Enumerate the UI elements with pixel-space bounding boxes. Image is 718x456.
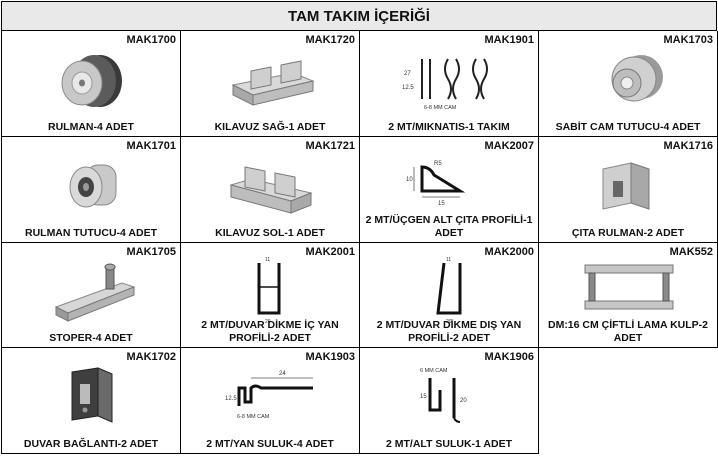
item-label: 2 MT/YAN SULUK-4 ADET xyxy=(206,438,334,450)
roller-wheel-icon xyxy=(42,45,142,113)
item-label: 2 MT/ÜÇGEN ALT ÇITA PROFİLİ-1 ADET xyxy=(365,213,533,239)
item-label: ÇITA RULMAN-2 ADET xyxy=(571,226,685,239)
item-code: MAK2001 xyxy=(305,245,355,258)
empty-cell xyxy=(539,348,718,454)
dimension-note: 6-8 MM CAM xyxy=(237,414,270,420)
item-cell: MAK1701 RULMAN TUTUCU-4 ADET xyxy=(2,136,181,243)
dimension-text: 10 xyxy=(406,177,413,183)
dimension-text: 15 xyxy=(420,394,427,400)
u-profile-icon: 11 20 xyxy=(221,257,321,325)
item-cell: MAK1702 DUVAR BAĞLANTI-2 ADET xyxy=(2,348,181,454)
item-code: MAK1720 xyxy=(305,34,355,46)
dimension-text: 20 xyxy=(446,319,452,325)
side-seal-icon: 24 12.5 6-8 MM CAM xyxy=(221,362,321,430)
magnet-profile-icon: 27 12.5 6-8 MM CAM xyxy=(400,45,500,113)
dimension-text: 15 xyxy=(438,201,445,207)
glass-holder-icon xyxy=(579,45,679,113)
dimension-note: 6-8 MM CAM xyxy=(424,105,457,111)
item-label: STOPER-4 ADET xyxy=(49,332,133,345)
item-label: 2 MT/ALT SULUK-1 ADET xyxy=(386,438,512,450)
triangle-profile-icon: 10 15 R5 xyxy=(400,151,500,219)
item-code: MAK552 xyxy=(669,245,713,258)
item-code: MAK1901 xyxy=(484,34,534,46)
item-label: DUVAR BAĞLANTI-2 ADET xyxy=(23,438,159,450)
strip-roller-icon xyxy=(579,151,679,219)
item-code: MAK1716 xyxy=(663,139,713,152)
item-label: RULMAN-4 ADET xyxy=(48,120,134,133)
item-cell: MAK1705 STOPER-4 ADET xyxy=(2,242,181,349)
item-label: RULMAN TUTUCU-4 ADET xyxy=(24,226,157,239)
handle-bar-icon xyxy=(579,257,679,325)
item-grid: MAK1700 RULMAN-4 ADET MAK1720 xyxy=(1,31,718,454)
dimension-text: 12.5 xyxy=(225,396,237,402)
dimension-text: 11 xyxy=(446,257,451,263)
item-code: MAK1701 xyxy=(126,139,176,152)
dimension-text: 12.5 xyxy=(402,85,414,91)
item-cell: MAK2001 11 20 2 MT/DUVAR DİKME İÇ YAN PR… xyxy=(181,242,360,349)
item-label: 2 MT/MIKNATIS-1 TAKIM xyxy=(388,120,510,133)
item-cell: MAK2000 11 20 2 MT/DUVAR DİKME DIŞ YAN P… xyxy=(360,242,539,349)
item-label: KILAVUZ SAĞ-1 ADET xyxy=(214,120,326,133)
item-label: 2 MT/DUVAR DİKME DIŞ YAN PROFİLİ-2 ADET xyxy=(376,319,522,345)
item-cell: MAK1700 RULMAN-4 ADET xyxy=(2,31,181,137)
item-cell: MAK552 DM:16 CM ÇİFTLİ LAMA KULP-2 ADET xyxy=(539,242,718,349)
item-code: MAK2007 xyxy=(484,139,534,152)
item-label: DM:16 CM ÇİFTLİ LAMA KULP-2 ADET xyxy=(547,319,709,345)
item-code: MAK1705 xyxy=(126,245,176,258)
item-code: MAK1906 xyxy=(484,351,534,364)
stopper-icon xyxy=(42,257,142,325)
item-label: 2 MT/DUVAR DİKME İÇ YAN PROFİLİ-2 ADET xyxy=(201,319,339,345)
guide-bracket-icon xyxy=(221,151,321,219)
item-cell: MAK2007 10 15 R5 2 MT/ÜÇGEN ALT ÇITA PRO… xyxy=(360,136,539,243)
dimension-text: R5 xyxy=(434,161,442,167)
item-code: MAK1721 xyxy=(305,139,355,152)
item-code: MAK1703 xyxy=(663,34,713,46)
item-cell: MAK1720 KILAVUZ SAĞ-1 ADET xyxy=(181,31,360,137)
sheet-title: TAM TAKIM İÇERİĞİ xyxy=(1,1,717,31)
guide-bracket-icon xyxy=(221,45,321,113)
item-cell: MAK1721 KILAVUZ SOL-1 ADET xyxy=(181,136,360,243)
item-label: KILAVUZ SOL-1 ADET xyxy=(215,226,325,239)
dimension-text: 11 xyxy=(265,257,270,263)
dimension-note: 6 MM CAM xyxy=(420,368,448,374)
dimension-text: 24 xyxy=(279,371,286,377)
bottom-seal-icon: 6 MM CAM 15 20 xyxy=(400,362,500,430)
item-code: MAK1700 xyxy=(126,34,176,46)
roller-holder-icon xyxy=(42,151,142,219)
dimension-text: 20 xyxy=(460,398,467,404)
item-code: MAK1903 xyxy=(305,351,355,364)
dimension-text: 20 xyxy=(265,319,271,325)
dimension-text: 27 xyxy=(404,71,411,77)
item-cell: MAK1901 27 12.5 6-8 MM CAM 2 MT/MIKNATIS… xyxy=(360,31,539,137)
item-cell: MAK1703 SABİT CAM TUTUCU-4 ADET xyxy=(539,31,718,137)
item-cell: MAK1903 24 12.5 6-8 MM CAM 2 MT/YAN SULU… xyxy=(181,348,360,454)
item-label: SABİT CAM TUTUCU-4 ADET xyxy=(555,120,701,133)
u-profile-outer-icon: 11 20 xyxy=(400,257,500,325)
item-cell: MAK1906 6 MM CAM 15 20 2 MT/ALT SULUK-1 … xyxy=(360,348,539,454)
wall-bracket-icon xyxy=(42,362,142,430)
item-cell: MAK1716 ÇITA RULMAN-2 ADET xyxy=(539,136,718,243)
item-code: MAK2000 xyxy=(484,245,534,258)
item-code: MAK1702 xyxy=(126,351,176,364)
